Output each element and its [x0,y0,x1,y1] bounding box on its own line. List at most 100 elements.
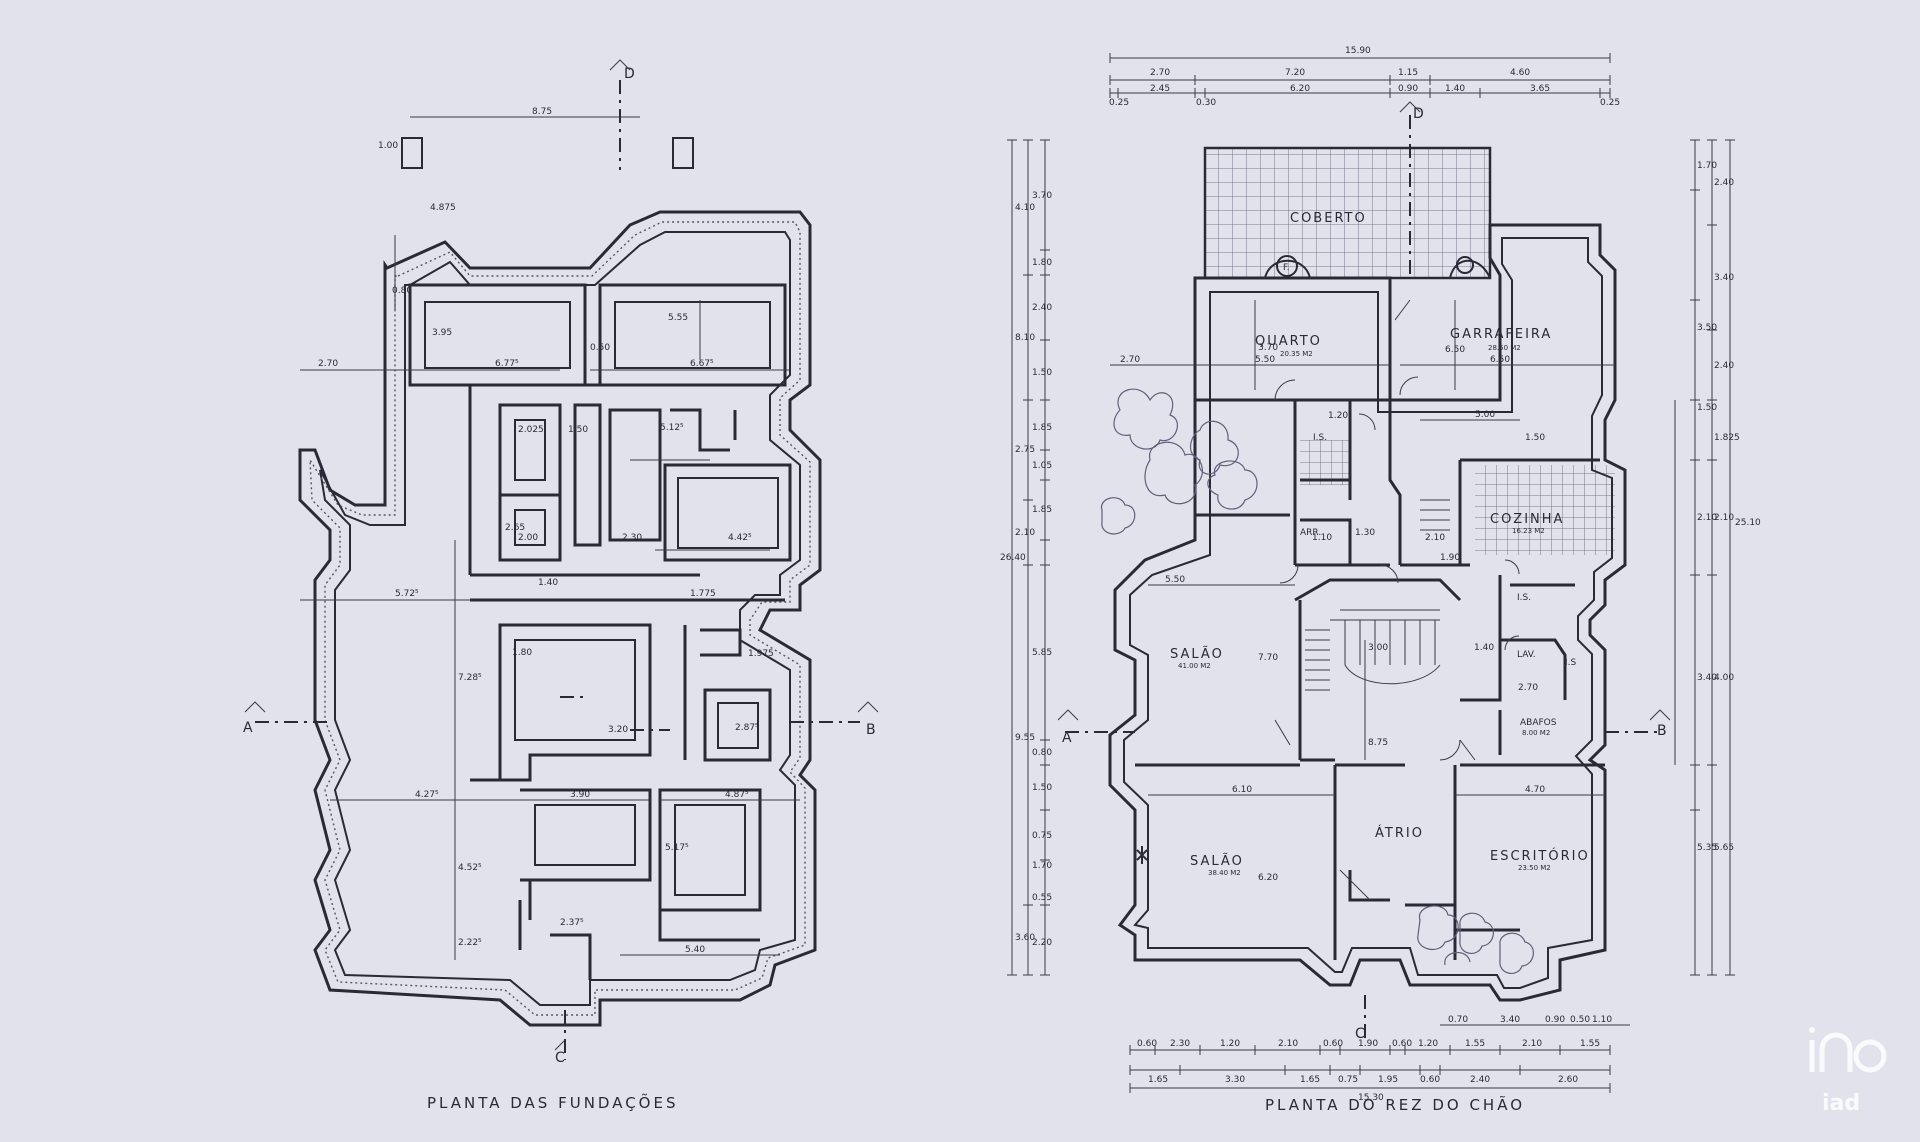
dim-label: 2.40 [1032,303,1052,313]
dim-label: 1.55 [1580,1039,1600,1049]
door-swings [1274,299,1520,901]
dim-label: 2.00 [518,533,538,543]
dim-overall-bottom: 15.30 [1358,1093,1384,1103]
dim-label: 3.65 [1530,84,1550,94]
dim-label: 2.60 [1558,1075,1578,1085]
dim-label: 1.95 [1378,1075,1398,1085]
section-marker-c: C [1355,1026,1365,1042]
dim-label: 1.30 [1355,528,1375,538]
room-area: 41.00 M2 [1178,662,1211,670]
left-dimension-lines [1007,139,1050,976]
dim-label: 3.40 [1500,1015,1520,1025]
dim-label: 1.20 [1220,1039,1240,1049]
dim-label: 3.30 [1225,1075,1245,1085]
room-area: 28.50 M2 [1488,344,1521,352]
dim-label: 1.50 [1525,433,1545,443]
room-label: ÁTRIO [1375,825,1424,841]
dim-label: 2.75 [1015,445,1035,455]
room-area: 23.50 M2 [1518,864,1551,872]
dim-label: 4.00 [1714,673,1734,683]
dim-label: 1.15 [1398,68,1418,78]
dim-label: 4.875 [430,203,456,213]
foundation-inner-strip [319,231,801,1006]
dim-label: 1.10 [1592,1015,1612,1025]
dim-label: 0.70 [1448,1015,1468,1025]
window-cross-icon [1136,846,1148,864]
dim-label: 2.10 [1425,533,1445,543]
staircase [1305,499,1450,691]
dim-label: 2.10 [1015,528,1035,538]
room-area: 8.00 M2 [1522,729,1550,737]
fireplace-label: F. [1283,263,1290,273]
dim-label: 1.40 [538,578,558,588]
dim-label: 6.20 [1258,873,1278,883]
dim-label: 4.87⁵ [725,790,749,800]
dim-label: 1.85 [1032,505,1052,515]
room-label: COZINHA [1490,512,1564,527]
garden-shrubs [1101,388,1534,974]
dim-label: 7.70 [1258,653,1278,663]
ground-floor-plan [1007,53,1735,1093]
dim-label: 5.17⁵ [665,843,689,853]
dim-label: 2.025 [518,425,544,435]
dim-label: 6.67⁵ [690,359,714,369]
dim-label: 2.30 [1170,1039,1190,1049]
dim-label: 1.825 [1714,433,1740,443]
dim-label: 8.75 [1368,738,1388,748]
dim-overall-right: 25.10 [1735,518,1761,528]
dim-label: 0.25 [1109,98,1129,108]
dim-label: 2.40 [1470,1075,1490,1085]
dim-label: 0.55 [1032,893,1052,903]
dim-label: 0.90 [1398,84,1418,94]
dim-label: 0.80 [392,286,412,296]
dim-label: 3.50 [1697,323,1717,333]
dim-label: 2.10 [1522,1039,1542,1049]
dim-label: 0.80 [1032,748,1052,758]
coberto-tiled-area [1203,146,1492,280]
section-marker-a: A [243,720,253,736]
room-label: LAV. [1517,650,1536,660]
dim-label: 5.35 [1697,843,1717,853]
dim-label: 1.55 [1465,1039,1485,1049]
dim-label: 4.52⁵ [458,863,482,873]
dim-label: 1.70 [1697,161,1717,171]
room-label: ARR. [1300,528,1321,538]
dim-label: 1.00 [378,141,398,151]
section-marker-d: D [1413,106,1424,122]
right-dimension-lines [1674,139,1735,976]
room-area: 20.35 M2 [1280,350,1313,358]
dim-label: 1.85 [1032,423,1052,433]
dim-label: 0.75 [1338,1075,1358,1085]
dim-label: 0.90 [1545,1015,1565,1025]
dim-label: 1.90 [1358,1039,1378,1049]
foundation-outer-strip [298,210,822,1027]
dim-label: 5.85 [1032,648,1052,658]
cozinha-tiled-area [1475,465,1615,555]
dim-label: 5.12⁵ [660,423,684,433]
dim-label: 1.50 [1032,783,1052,793]
dim-label: 3.60 [1015,933,1035,943]
pillar-footing [401,137,423,169]
dim-label: 0.60 [1392,1039,1412,1049]
dim-label: 6.50 [1445,345,1465,355]
dim-label: 6.10 [1232,785,1252,795]
dim-label: 4.42⁵ [728,533,752,543]
dim-label: 1.65 [1148,1075,1168,1085]
dim-label: 5.50 [1255,355,1275,365]
room-label: ABAFOS [1520,718,1557,728]
dim-label: 2.20 [1032,938,1052,948]
dim-label: 2.10 [1714,513,1734,523]
dim-label: 1.05 [1032,461,1052,471]
dim-label: 1.20 [1418,1039,1438,1049]
dim-label: 1.50 [1697,403,1717,413]
dim-label: 1.90 [1440,553,1460,563]
dim-label: 4.27⁵ [415,790,439,800]
dim-label: 6.50 [1490,355,1510,365]
room-label: I.S. [1313,433,1327,443]
dim-label: 5.40 [685,945,705,955]
foundation-labels: 8.75 6.77⁵ 6.67⁵ 2.70 5.72⁵ 4.27⁵ 3.90 4… [243,66,876,1112]
pillar-footing [672,137,694,169]
dim-label: 2.70 [1120,355,1140,365]
